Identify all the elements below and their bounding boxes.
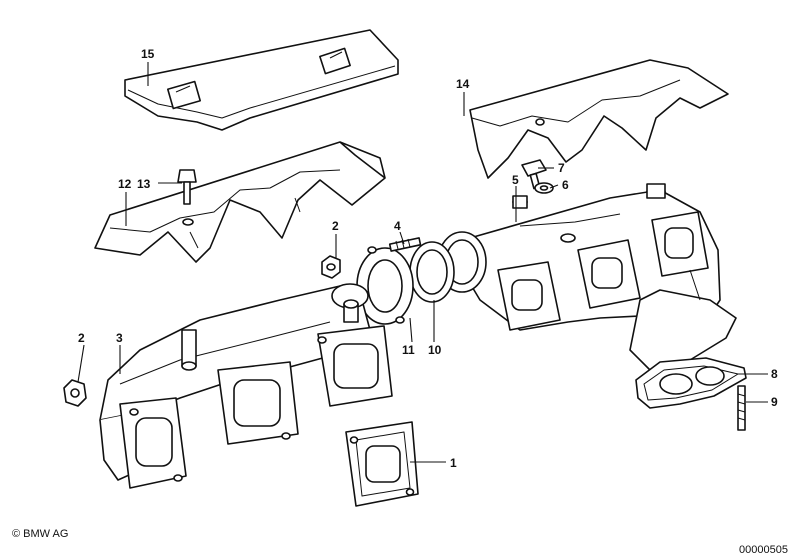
label-6: 6 (562, 178, 569, 192)
label-15: 15 (141, 47, 155, 61)
part-6-washer[interactable] (534, 182, 554, 194)
part-4-stud[interactable] (388, 237, 422, 252)
part-3-exhaust-manifold[interactable] (99, 283, 393, 489)
part-11-flange-ring[interactable] (356, 246, 414, 325)
part-5-exhaust-manifold[interactable] (437, 183, 737, 371)
label-3: 3 (116, 331, 123, 345)
label-9: 9 (771, 395, 778, 409)
label-11: 11 (402, 343, 415, 357)
part-2-nut-lower[interactable] (63, 379, 87, 407)
label-13: 13 (137, 177, 151, 191)
part-12-heat-shield[interactable] (94, 141, 386, 263)
part-10-sealing-ring[interactable] (409, 241, 455, 303)
part-labels: 15 13 12 14 7 6 5 4 2 11 10 3 2 1 8 9 (78, 47, 778, 470)
label-4: 4 (394, 219, 401, 233)
part-2-nut-upper[interactable] (321, 255, 341, 279)
part-1-gasket[interactable] (345, 421, 419, 507)
leader-lines (77, 62, 768, 463)
label-8: 8 (771, 367, 778, 381)
part-14-heat-shield[interactable] (469, 59, 729, 179)
document-number: 00000505 (739, 544, 788, 556)
label-14: 14 (456, 77, 470, 91)
part-8-gasket[interactable] (635, 357, 747, 409)
label-7: 7 (558, 161, 565, 175)
label-1: 1 (450, 456, 457, 470)
label-10: 10 (428, 343, 442, 357)
label-2-lower: 2 (78, 331, 85, 345)
copyright-text: © BMW AG (12, 528, 68, 540)
label-12: 12 (118, 177, 132, 191)
part-9-stud[interactable] (737, 385, 746, 431)
label-2-upper: 2 (332, 219, 339, 233)
part-13-bolt[interactable] (177, 169, 197, 205)
part-15-heat-shield[interactable] (124, 29, 399, 131)
label-5: 5 (512, 173, 519, 187)
